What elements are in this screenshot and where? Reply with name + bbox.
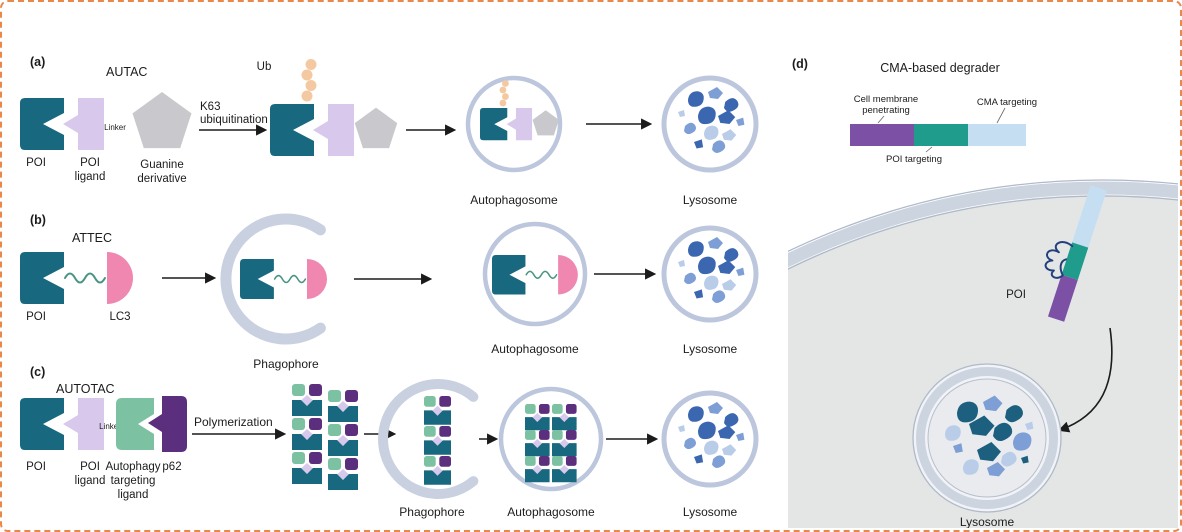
k63-label-2: ubiquitination xyxy=(200,114,268,126)
degrader-cma-segment xyxy=(1072,185,1107,248)
label-connector-3 xyxy=(925,146,933,153)
cma-degrader-title: CMA-based degrader xyxy=(880,61,1000,75)
poi-label-d: POI xyxy=(1006,289,1026,301)
autotac-title: AUTOTAC xyxy=(56,382,115,396)
phagophore-b xyxy=(220,213,326,345)
polymer-stack xyxy=(292,384,358,490)
autophagosome-c-label: Autophagosome xyxy=(507,505,595,519)
guanine-label-1: Guanine xyxy=(140,159,183,171)
poi-ligand-label-1: POI xyxy=(80,157,100,169)
guanine-label-2: derivative xyxy=(137,173,186,185)
degrader-penetrating-segment xyxy=(1047,274,1078,322)
linker-label: Linker xyxy=(104,123,126,132)
poi-label: POI xyxy=(26,157,46,169)
poi-ligand-label-c2: ligand xyxy=(75,475,106,487)
lc3-label: LC3 xyxy=(109,311,130,323)
atl-label-3: ligand xyxy=(118,489,149,501)
poi-ligand xyxy=(63,98,104,150)
phagophore-c-label: Phagophore xyxy=(399,505,465,519)
cell-membrane-band xyxy=(788,181,1178,268)
ubiquitin-chain xyxy=(301,59,317,102)
panel-b-tag: (b) xyxy=(30,213,46,227)
lysosome-b-label: Lysosome xyxy=(683,342,738,356)
segment-poi-targeting xyxy=(914,124,968,146)
atl-label-1: Autophagy xyxy=(106,461,161,473)
k63-label-1: K63 xyxy=(200,101,220,113)
phagophore-b-label: Phagophore xyxy=(253,357,319,371)
polymerization-label: Polymerization xyxy=(194,415,273,429)
poi-ligand-c xyxy=(63,398,104,450)
autophagosome-b xyxy=(482,221,588,327)
panel-a-tag: (a) xyxy=(30,55,45,69)
panel-a: (a) AUTAC Linker POI POI ligand Guanine … xyxy=(20,55,759,207)
poi-targeting-label: POI targeting xyxy=(886,154,942,165)
cell-membrane-outer-edge xyxy=(788,179,1178,253)
cell-membrane-penetrating-label-1: Cell membrane xyxy=(854,94,918,105)
panel-c-tag: (c) xyxy=(30,365,45,379)
autophagy-targeting-ligand xyxy=(116,398,154,450)
poi-ligand-complex xyxy=(313,104,354,156)
internalized-degrader xyxy=(1044,185,1107,322)
linker-label-c: Linker xyxy=(99,422,121,431)
lysosome-a-label: Lysosome xyxy=(683,193,738,207)
autophagosome-a-label: Autophagosome xyxy=(470,193,558,207)
lysosome-d-band xyxy=(916,367,1058,509)
cell-region: POI Lysosome xyxy=(788,179,1178,529)
poi-label-c: POI xyxy=(26,461,46,473)
guanine-derivative xyxy=(132,92,192,149)
panel-d: (d) CMA-based degrader Cell membrane pen… xyxy=(788,57,1178,529)
p62-label: p62 xyxy=(162,461,181,473)
degrader-poi-segment xyxy=(1061,242,1089,280)
poi-protein-complex xyxy=(270,104,314,156)
cma-targeting-label: CMA targeting xyxy=(977,97,1037,108)
label-connector-1 xyxy=(877,115,885,124)
attec-title: ATTEC xyxy=(72,231,112,245)
cma-degrader-bar xyxy=(850,124,1026,146)
phagophore-b-cargo xyxy=(240,259,327,299)
lysosome-c-label: Lysosome xyxy=(683,505,738,519)
lysosome-d-label: Lysosome xyxy=(960,515,1015,529)
autophagosome-b-label: Autophagosome xyxy=(491,342,579,356)
phagophore-c xyxy=(378,379,479,499)
cell-interior xyxy=(788,195,1178,528)
label-connector-2 xyxy=(996,107,1006,124)
autophagosome-c xyxy=(498,386,604,492)
segment-cma-targeting xyxy=(968,124,1026,146)
poi-ligand-label-c1: POI xyxy=(80,461,100,473)
panel-d-tag: (d) xyxy=(792,57,808,71)
panel-b: (b) ATTEC POI LC3 Phagophore Autophagoso… xyxy=(20,213,759,371)
poi-ligand-label-2: ligand xyxy=(75,171,106,183)
phagophore-c-cargo xyxy=(424,396,451,485)
trafficking-arrow-d xyxy=(1057,327,1113,433)
poi-protein xyxy=(20,98,64,150)
segment-cell-membrane-penetrating xyxy=(850,124,914,146)
ub-label: Ub xyxy=(257,61,272,73)
attec-complex-standalone xyxy=(20,252,133,304)
panel-c: (c) AUTOTAC Linker POI POI ligand Autoph… xyxy=(20,365,759,519)
lysosome-d xyxy=(912,363,1062,513)
guanine-derivative-complex xyxy=(354,107,398,149)
poi-label-b: POI xyxy=(26,311,46,323)
atl-label-2: targeting xyxy=(111,475,156,487)
autac-title: AUTAC xyxy=(106,65,147,79)
poi-protein-c xyxy=(20,398,64,450)
poi-protein-scribble xyxy=(1044,241,1074,279)
cell-membrane-penetrating-label-2: penetrating xyxy=(862,105,910,116)
